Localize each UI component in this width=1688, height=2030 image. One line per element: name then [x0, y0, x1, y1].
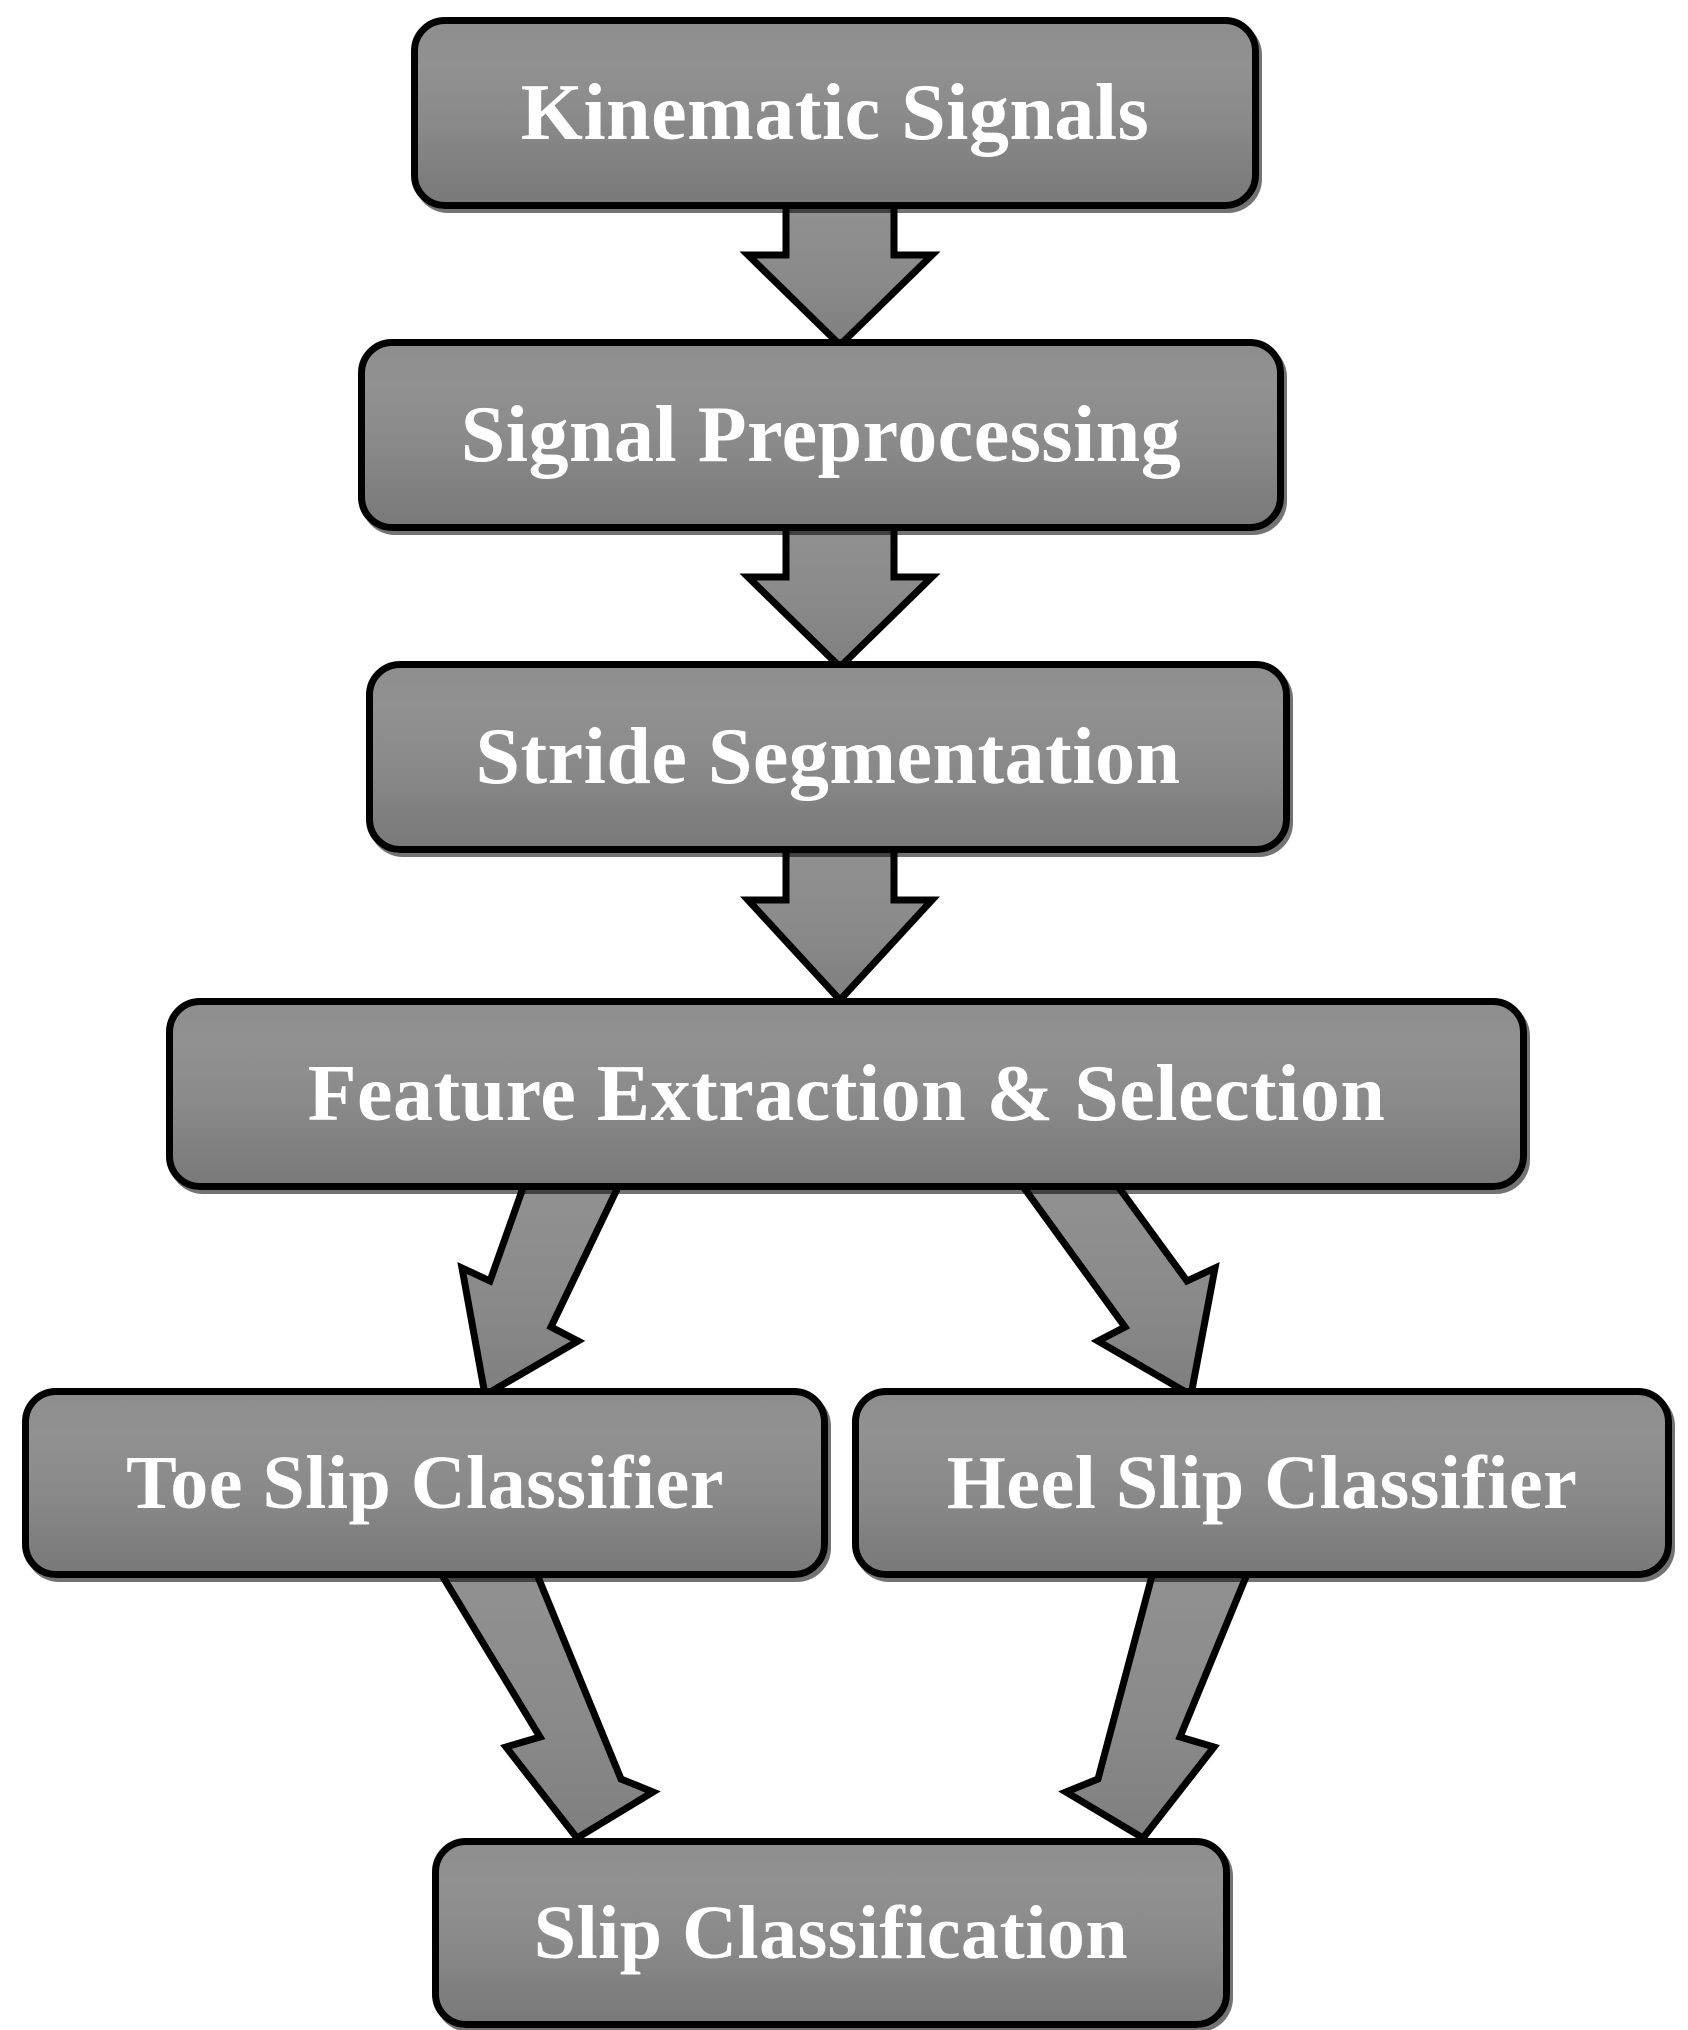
node-stride-segmentation[interactable]: Stride Segmentation	[366, 661, 1290, 853]
node-feature-extraction-selection[interactable]: Feature Extraction & Selection	[166, 998, 1527, 1190]
node-label: Toe Slip Classifier	[126, 1441, 724, 1525]
node-slip-classification[interactable]: Slip Classification	[432, 1838, 1230, 2028]
node-heel-slip-classifier[interactable]: Heel Slip Classifier	[852, 1388, 1672, 1578]
node-signal-preprocessing[interactable]: Signal Preprocessing	[358, 339, 1284, 531]
arrow-feature-to-heel-slip	[1015, 1181, 1220, 1401]
node-label: Feature Extraction & Selection	[307, 1050, 1386, 1138]
node-label: Kinematic Signals	[520, 69, 1150, 157]
arrow-feature-to-toe-slip	[457, 1181, 625, 1401]
arrow-heel-slip-to-classification	[1058, 1568, 1254, 1843]
arrow-toe-slip-to-classification	[433, 1568, 661, 1843]
node-kinematic-signals[interactable]: Kinematic Signals	[411, 17, 1259, 209]
node-label: Heel Slip Classifier	[946, 1441, 1578, 1525]
arrow-stride-to-feature	[740, 841, 940, 1006]
node-label: Slip Classification	[533, 1891, 1129, 1975]
node-toe-slip-classifier[interactable]: Toe Slip Classifier	[22, 1388, 828, 1578]
arrow-preprocessing-to-stride	[739, 518, 941, 672]
arrow-kinematic-to-preprocessing	[739, 196, 941, 350]
node-label: Stride Segmentation	[475, 713, 1181, 801]
node-label: Signal Preprocessing	[460, 391, 1182, 479]
